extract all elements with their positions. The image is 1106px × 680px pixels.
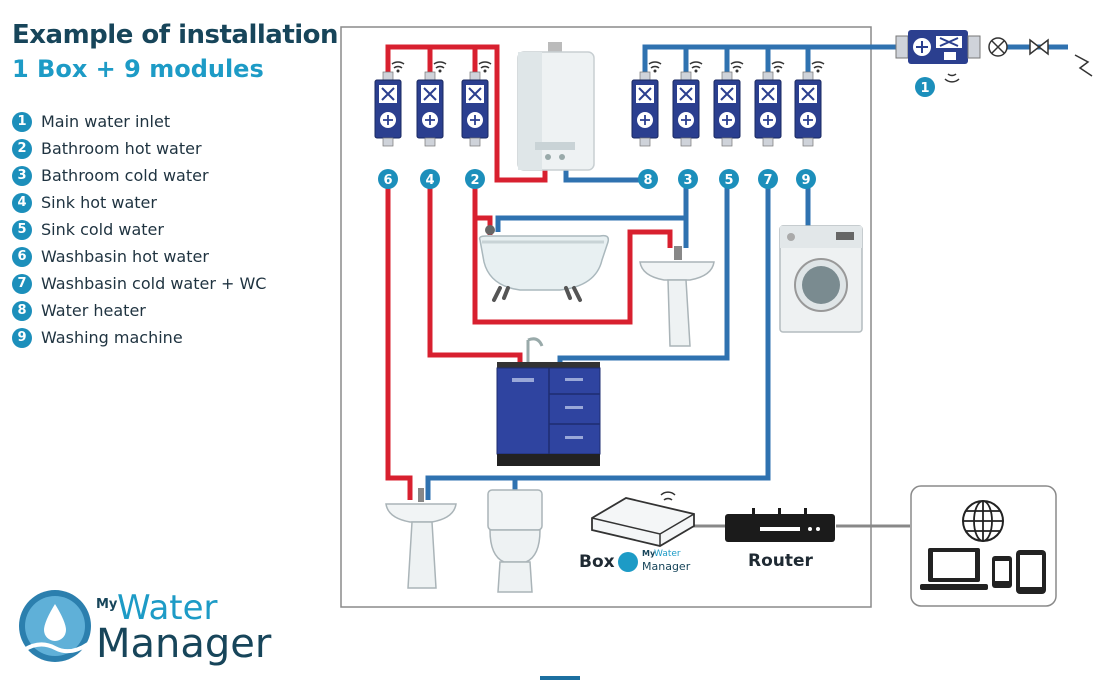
hot-water-modules xyxy=(374,61,492,147)
legend-item: 5 Sink cold water xyxy=(12,216,266,243)
hot-water-pipes xyxy=(385,44,673,500)
legend-label: Main water inlet xyxy=(41,112,171,131)
badge-2 xyxy=(465,169,485,189)
legend-item: 9 Washing machine xyxy=(12,324,266,351)
mywatermanager-logo-icon xyxy=(19,590,91,662)
legend-label: Sink hot water xyxy=(41,193,157,212)
badge-7-text: 7 xyxy=(763,173,772,188)
legend-number-badge: 1 xyxy=(12,111,32,132)
bottom-washbasin-icon xyxy=(385,488,457,589)
badge-8-text: 8 xyxy=(643,173,652,188)
laptop-icon xyxy=(920,548,988,590)
installation-frame xyxy=(340,26,872,608)
badge-2-text: 2 xyxy=(470,173,479,188)
legend-label: Washbasin cold water + WC xyxy=(41,274,267,293)
washbasin-icon xyxy=(639,246,715,347)
badge-4 xyxy=(420,169,440,189)
box-device-icon xyxy=(591,491,695,572)
legend-label: Washbasin hot water xyxy=(41,247,209,266)
tablet-icon xyxy=(992,550,1046,594)
water-heater xyxy=(517,42,595,171)
legend-item: 3 Bathroom cold water xyxy=(12,162,266,189)
router-label: Router xyxy=(748,551,813,571)
cold-water-modules xyxy=(631,61,825,147)
cold-water-pipes xyxy=(425,44,1068,500)
badge-9 xyxy=(796,169,816,189)
legend-item: 6 Washbasin hot water xyxy=(12,243,266,270)
box-logo-water: Water xyxy=(654,549,681,559)
mywatermanager-logo: My Water Manager xyxy=(16,585,276,675)
badge-1-text: 1 xyxy=(920,81,929,96)
badge-6 xyxy=(378,169,398,189)
legend-item: 2 Bathroom hot water xyxy=(12,135,266,162)
legend-number-badge: 9 xyxy=(12,327,32,348)
legend-item: 4 Sink hot water xyxy=(12,189,266,216)
toilet-icon xyxy=(487,489,543,593)
logo-my-text: My xyxy=(96,597,118,612)
legend-number-badge: 4 xyxy=(12,192,32,213)
badge-3 xyxy=(678,169,698,189)
legend-number-badge: 7 xyxy=(12,273,32,294)
logo-water-text: Water xyxy=(117,588,218,628)
legend-number-badge: 5 xyxy=(12,219,32,240)
box-label: Box xyxy=(579,552,615,572)
washing-machine-icon xyxy=(779,225,863,333)
logo-manager-text: Manager xyxy=(96,621,272,667)
badge-8 xyxy=(638,169,658,189)
internet-devices-panel xyxy=(910,485,1057,607)
legend-number-badge: 8 xyxy=(12,300,32,321)
badge-3-text: 3 xyxy=(683,173,692,188)
box-logo-manager: Manager xyxy=(642,560,691,573)
legend-number-badge: 3 xyxy=(12,165,32,186)
page-indicator xyxy=(540,676,580,680)
badge-7 xyxy=(758,169,778,189)
legend-label: Water heater xyxy=(41,301,146,320)
inlet-module xyxy=(895,30,1093,83)
badge-1 xyxy=(915,77,935,97)
router-icon xyxy=(725,508,835,542)
legend-number-badge: 6 xyxy=(12,246,32,267)
box-logo-my: My xyxy=(642,549,656,558)
bathtub-icon xyxy=(478,225,610,302)
badge-5 xyxy=(719,169,739,189)
legend-label: Bathroom cold water xyxy=(41,166,209,185)
legend-label: Bathroom hot water xyxy=(41,139,202,158)
box-logo-icon xyxy=(618,552,638,572)
badge-5-text: 5 xyxy=(724,173,733,188)
badge-4-text: 4 xyxy=(425,173,434,188)
sink-cabinet-icon xyxy=(496,337,601,466)
globe-icon xyxy=(962,500,1004,542)
legend-label: Sink cold water xyxy=(41,220,164,239)
legend-item: 8 Water heater xyxy=(12,297,266,324)
badge-6-text: 6 xyxy=(383,173,392,188)
page-title: Example of installation xyxy=(12,20,339,50)
legend-item: 1 Main water inlet xyxy=(12,108,266,135)
legend-number-badge: 2 xyxy=(12,138,32,159)
legend-item: 7 Washbasin cold water + WC xyxy=(12,270,266,297)
legend-label: Washing machine xyxy=(41,328,183,347)
badge-9-text: 9 xyxy=(801,173,810,188)
module-badges: 6 4 2 8 3 5 7 9 1 xyxy=(378,77,935,189)
page-subtitle: 1 Box + 9 modules xyxy=(12,55,264,83)
